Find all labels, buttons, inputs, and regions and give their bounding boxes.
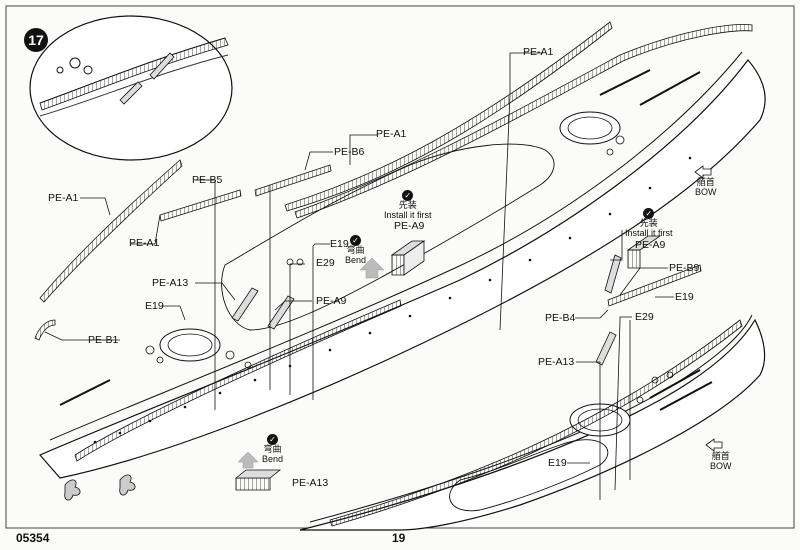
bow-label: 艏首 BOW	[695, 177, 717, 198]
label-e19: E19	[548, 457, 567, 469]
bend-en: Bend	[345, 254, 367, 265]
bow-en: BOW	[710, 460, 732, 471]
label-pe-a1: PE-A1	[48, 192, 79, 204]
bow-label: 艏首 BOW	[710, 451, 732, 472]
page-number: 19	[392, 531, 406, 545]
install-first-cn: 先装	[639, 218, 658, 228]
leader-lines	[44, 52, 674, 500]
check-circle-icon: ✓	[402, 190, 414, 201]
bend-note: ✓ 弯曲 Bend	[262, 434, 283, 465]
bend-cn: 弯曲	[263, 444, 282, 454]
label-pe-b5: PE-B5	[192, 174, 223, 186]
step-number-badge: 17	[24, 28, 48, 52]
bend-arrow-icon	[237, 451, 259, 469]
railing-parts-main	[34, 21, 753, 462]
label-pe-b9: PE-B9	[669, 262, 700, 274]
label-e29: E29	[635, 311, 654, 323]
bend-detail-bottom	[234, 451, 282, 491]
label-e29: E29	[316, 257, 335, 269]
label-pe-a1: PE-A1	[129, 237, 160, 249]
check-circle-icon: ✓	[267, 434, 279, 445]
install-first-cn: 先装	[398, 200, 417, 210]
label-e19: E19	[675, 291, 694, 303]
label-e19: E19	[330, 238, 349, 250]
label-pe-a13: PE-A13	[538, 356, 575, 368]
bow-cn: 艏首	[711, 451, 730, 461]
label-pe-a13: PE-A13	[152, 277, 189, 289]
install-detail-right	[626, 235, 662, 269]
bend-cn: 弯曲	[346, 245, 365, 255]
label-pe-a1: PE-A1	[523, 46, 554, 58]
label-pe-a9: PE-A9	[635, 239, 666, 251]
detail-inset	[29, 15, 233, 161]
install-first-en: Install it first	[384, 209, 432, 220]
bend-detail-mid	[359, 240, 426, 279]
check-circle-icon: ✓	[643, 208, 655, 219]
bend-note: ✓ 弯曲 Bend	[345, 235, 366, 266]
bow-direction-arrow-icon	[705, 438, 723, 452]
label-pe-a13: PE-A13	[292, 477, 329, 489]
label-pe-a1: PE-A1	[376, 128, 407, 140]
check-circle-icon: ✓	[350, 235, 362, 246]
bend-arrow-icon	[359, 257, 385, 279]
label-pe-b6: PE-B6	[334, 146, 365, 158]
label-e19: E19	[145, 300, 164, 312]
label-pe-a9: PE-A9	[394, 220, 425, 232]
bend-en: Bend	[262, 453, 284, 464]
bow-cn: 艏首	[696, 177, 715, 187]
bow-en: BOW	[695, 186, 717, 197]
label-pe-b4: PE-B4	[545, 312, 576, 324]
page-code: 05354	[16, 531, 50, 545]
ship-secondary	[299, 254, 766, 531]
bow-direction-arrow-icon	[694, 165, 712, 179]
install-first-note: ✓ 先装 Install it first	[384, 190, 432, 221]
label-pe-b1: PE-B1	[88, 334, 119, 346]
label-pe-a9: PE-A9	[316, 295, 347, 307]
install-first-en: Install it first	[625, 227, 673, 238]
install-first-note: ✓ 先装 Install it first	[625, 208, 673, 239]
